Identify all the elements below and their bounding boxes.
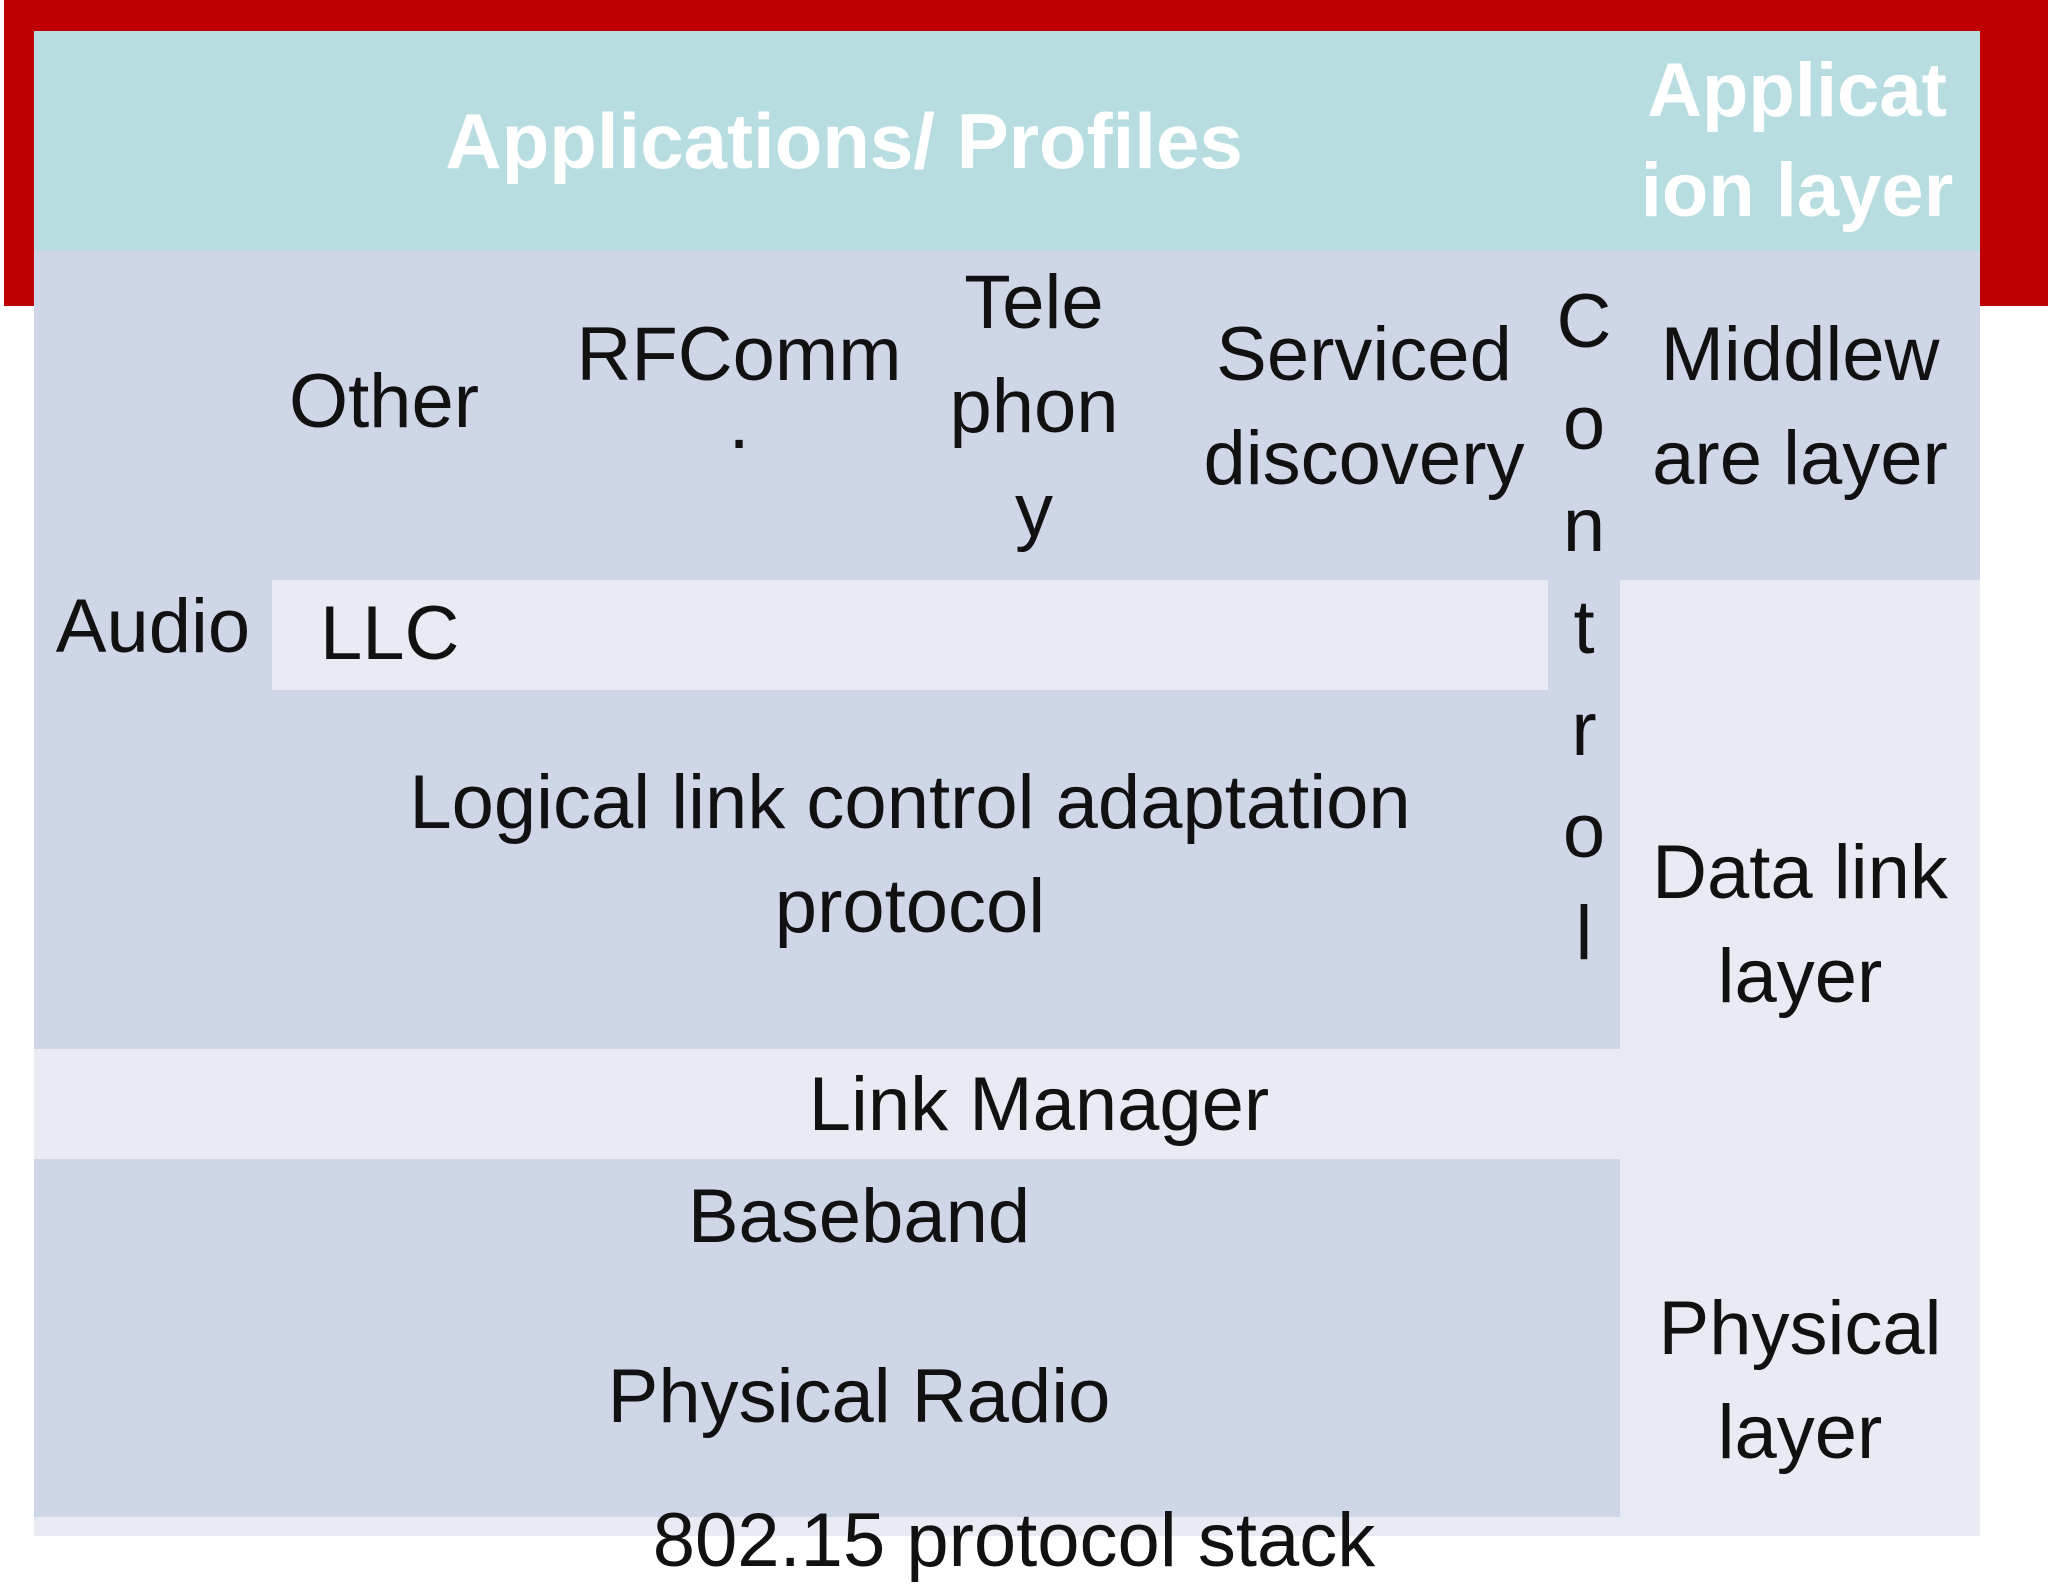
telephony-line2: phon (949, 364, 1119, 449)
applications-profiles-title: Applications/ Profiles (445, 96, 1243, 185)
rfcomm-line2: . (728, 380, 750, 465)
physical-radio-label: Physical Radio (607, 1353, 1111, 1439)
telephony-line3: y (1015, 468, 1053, 553)
audio-label: Audio (55, 583, 251, 669)
l2cap-line2: protocol (774, 864, 1046, 949)
middleware-band (34, 251, 1980, 580)
lower-layer-labels-column (1620, 580, 1980, 1536)
l2cap-label: Logical link control adaptation protocol (272, 751, 1548, 959)
baseband-label: Baseband (687, 1173, 1031, 1259)
application-layer-label: Applicat ion layer (1614, 41, 1980, 241)
middleware-layer-label-line1: Middlew (1660, 312, 1940, 397)
protocol-stack-diagram: Applications/ Profiles Applicat ion laye… (34, 31, 1980, 1583)
middleware-layer-label: Middlew are layer (1620, 303, 1980, 511)
l2cap-line1: Logical link control adaptation (409, 760, 1411, 845)
physical-layer-line2: layer (1717, 1390, 1883, 1475)
control-column (1548, 251, 1620, 1049)
data-link-layer-line1: Data link (1652, 830, 1948, 915)
control-letter: o (1562, 789, 1606, 874)
control-letter: l (1575, 891, 1593, 976)
application-layer-label-line1: Applicat (1647, 48, 1947, 133)
link-manager-label: Link Manager (808, 1061, 1270, 1147)
llc-label: LLC (320, 591, 460, 676)
stack-caption: 802.15 protocol stack (652, 1498, 1376, 1583)
application-layer-label-line2: ion layer (1640, 148, 1954, 233)
stack-caption-block (34, 1517, 1620, 1536)
application-band (34, 31, 1980, 251)
control-letter: C (1556, 279, 1612, 364)
l2cap-block (272, 690, 1548, 1049)
control-letter: t (1573, 585, 1595, 670)
audio-column (34, 580, 272, 1049)
service-discovery-line1: Serviced (1216, 312, 1512, 397)
control-letter: r (1571, 687, 1597, 772)
telephony-protocol: Tele phon y (914, 251, 1154, 563)
middleware-layer-label-line2: are layer (1652, 416, 1948, 501)
control-letter: o (1562, 381, 1606, 466)
llc-block (272, 580, 1548, 690)
other-protocol: Other (288, 358, 480, 444)
link-manager-block (34, 1049, 1620, 1159)
data-link-layer-label: Data link layer (1620, 821, 1980, 1029)
physical-layer-label: Physical layer (1620, 1277, 1980, 1485)
physical-layer-line1: Physical (1658, 1286, 1942, 1371)
baseband-radio-block (34, 1159, 1620, 1517)
rfcomm-line1: RFComm (576, 312, 902, 397)
service-discovery-line2: discovery (1203, 416, 1525, 501)
control-vertical-label: C o n t r o l (1546, 271, 1622, 985)
telephony-line1: Tele (964, 260, 1104, 345)
control-letter: n (1562, 483, 1606, 568)
data-link-layer-line2: layer (1717, 934, 1883, 1019)
rfcomm-protocol: RFComm . (529, 303, 949, 475)
service-discovery-protocol: Serviced discovery (1154, 303, 1574, 511)
